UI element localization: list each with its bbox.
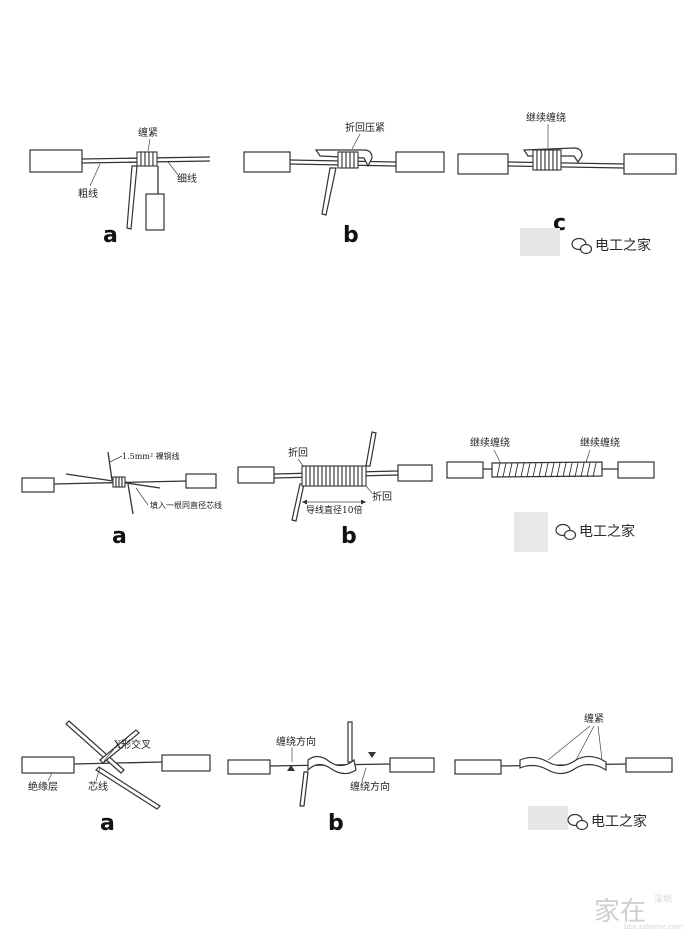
blur-patch (514, 512, 548, 552)
panel-letter-a: a (100, 811, 115, 836)
bare-copper-bottom (291, 483, 305, 522)
watermark-3: 电工之家 (567, 813, 647, 831)
row2-panel-b: 折回 折回 导线直径10倍 b (237, 431, 433, 549)
wechat-icon (555, 523, 577, 541)
watermark-text: 电工之家 (591, 813, 647, 830)
brand-sub: bbs.szhome.com (624, 923, 683, 931)
row3-panel-a: X形交叉 绝缘层 芯线 a (21, 720, 211, 836)
coil (301, 465, 367, 487)
arrow-icon (368, 752, 376, 758)
panel-letter-b: b (328, 811, 344, 836)
brand-main: 家在 (594, 897, 646, 927)
panel-letter-b: b (341, 524, 357, 549)
label-core: 芯线 (88, 780, 108, 793)
label-fill: 填入一根同直径芯线 (150, 500, 222, 510)
branch-wire-down (299, 771, 309, 807)
insulation-right (389, 757, 435, 773)
wechat-icon (567, 813, 589, 831)
label-tight: 缠紧 (584, 712, 604, 725)
label-continue-right: 继续缠绕 (580, 436, 620, 449)
twisted-section (307, 755, 357, 775)
insulation-right (185, 473, 217, 489)
panel-letter-a: a (103, 223, 118, 248)
watermark-text: 电工之家 (595, 237, 651, 254)
coil-stripes (496, 462, 597, 478)
bare-copper-down (127, 483, 134, 515)
label-continue-left: 继续缠绕 (470, 436, 510, 449)
core-wire (507, 161, 625, 165)
insulation-left (237, 466, 275, 484)
blur-patch (520, 228, 560, 256)
panel-letter-a: a (112, 524, 127, 549)
core-wire (73, 761, 163, 765)
row2-panel-a: 1.5mm² 裸铜线 填入一根同直径芯线 a (21, 451, 222, 549)
label-fold-right: 折回 (372, 490, 392, 503)
insulation-right (395, 151, 445, 173)
bare-copper-vertical (107, 451, 113, 481)
insulation-left (457, 153, 509, 175)
label-fold-left: 折回 (288, 446, 308, 459)
insulation-right (161, 754, 211, 772)
branch-wire-bent (126, 165, 138, 230)
watermark-text: 电工之家 (579, 523, 635, 540)
insulation-left (446, 461, 484, 479)
row1-panel-b: 折回压紧 b (243, 121, 445, 248)
coil (136, 151, 158, 167)
coil (112, 476, 126, 488)
watermark-1: 电工之家 (571, 237, 651, 255)
label-continue: 继续缠绕 (526, 111, 566, 124)
insulation-right (397, 464, 433, 482)
insulation-left (21, 756, 75, 774)
label-thin: 细线 (177, 172, 197, 185)
row3-panel-c: 缠紧 电工之家 (454, 712, 673, 831)
insulation-left (29, 149, 83, 173)
coil (532, 149, 562, 171)
insulation-right (623, 153, 677, 175)
x-cross-wire-3 (99, 729, 140, 764)
x-cross-wire-2 (95, 766, 161, 810)
insulation-left (21, 477, 55, 493)
coil (337, 151, 359, 169)
insulation-bottom (145, 193, 165, 231)
insulation-right (625, 757, 673, 773)
arrow-icon (287, 765, 295, 771)
branch-wire-vertical (347, 721, 353, 763)
watermark-2: 电工之家 (555, 523, 635, 541)
row1-panel-a: 缠紧 粗线 细线 a (29, 126, 211, 248)
insulation-left (243, 151, 291, 173)
branch-wire-bent (321, 167, 337, 216)
brand-side: 深圳 (654, 894, 672, 905)
insulation-left (227, 759, 271, 775)
label-dir-left: 缠绕方向 (276, 735, 316, 748)
row3-panel-b: 缠绕方向 缠绕方向 b (227, 721, 435, 836)
label-tight: 缠紧 (138, 126, 158, 139)
label-fold: 折回压紧 (345, 121, 385, 134)
twisted-section (519, 755, 607, 775)
label-dir-right: 缠绕方向 (350, 780, 390, 793)
insulation-right (617, 461, 655, 479)
label-copper: 1.5mm² 裸铜线 (122, 451, 180, 461)
x-cross-wire-1 (65, 720, 125, 774)
row2-panel-c: 继续缠绕 继续缠绕 电工之家 (446, 436, 655, 552)
blur-patch (528, 806, 568, 830)
label-cross: X形交叉 (114, 738, 151, 751)
brand-watermark: 家在 深圳 bbs.szhome.com (594, 894, 683, 931)
label-thick: 粗线 (78, 187, 98, 200)
insulation-left (454, 759, 502, 775)
bare-copper-top (365, 431, 377, 467)
panel-letter-b: b (343, 223, 359, 248)
label-length: 导线直径10倍 (306, 504, 362, 516)
row1-panel-c: 继续缠绕 c 电工之家 (457, 111, 677, 256)
wechat-icon (571, 237, 593, 255)
label-insulation: 绝缘层 (28, 780, 58, 793)
